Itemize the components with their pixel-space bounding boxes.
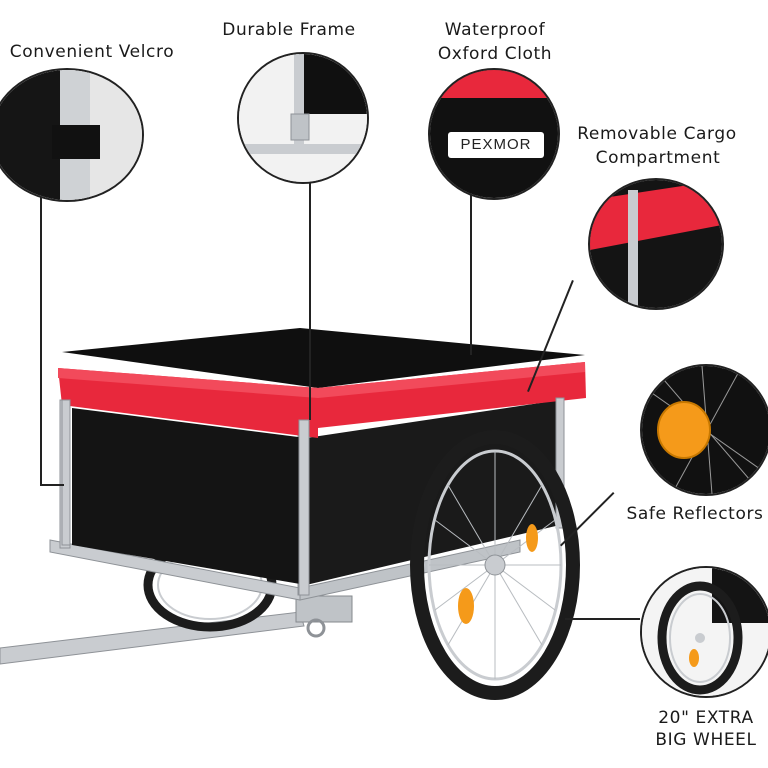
velcro-label: Convenient Velcro bbox=[9, 42, 175, 62]
frame-label: Durable Frame bbox=[222, 20, 356, 40]
cargo-label-line2: Compartment bbox=[595, 148, 721, 168]
reflectors-label: Safe Reflectors bbox=[626, 504, 764, 524]
cloth-detail-bubble: PEXMOR bbox=[428, 68, 560, 200]
cargo-box bbox=[58, 328, 586, 596]
cloth-label-line2: Oxford Cloth bbox=[437, 44, 553, 64]
reflector-detail-bubble bbox=[640, 364, 768, 496]
velcro-callout-line bbox=[40, 185, 42, 485]
wheel-label-line1: 20" EXTRA bbox=[658, 708, 754, 728]
wheel-callout-line bbox=[565, 618, 640, 620]
velcro-detail-image bbox=[0, 70, 142, 200]
cloth-label-line1: Waterproof bbox=[444, 20, 546, 40]
cargo-label-line1: Removable Cargo bbox=[577, 124, 737, 144]
brand-logo: PEXMOR bbox=[460, 136, 532, 153]
wheel-label-line2: BIG WHEEL bbox=[655, 730, 757, 750]
velcro-detail-bubble bbox=[0, 68, 144, 202]
frame-detail-bubble bbox=[237, 52, 369, 184]
velcro-callout-line-h bbox=[40, 484, 64, 486]
wheel-detail-bubble bbox=[640, 566, 768, 698]
wheel-detail-image bbox=[642, 568, 768, 696]
cargo-detail-bubble bbox=[588, 178, 724, 310]
reflector-detail-image bbox=[642, 366, 768, 494]
tow-bar bbox=[0, 595, 353, 665]
base-frame bbox=[49, 399, 521, 601]
cloth-callout-line bbox=[470, 195, 472, 355]
frame-callout-line bbox=[309, 180, 311, 420]
cloth-detail-image bbox=[430, 70, 558, 198]
cargo-detail-image bbox=[590, 180, 722, 308]
big-wheel bbox=[410, 430, 580, 700]
frame-detail-image bbox=[239, 54, 367, 182]
